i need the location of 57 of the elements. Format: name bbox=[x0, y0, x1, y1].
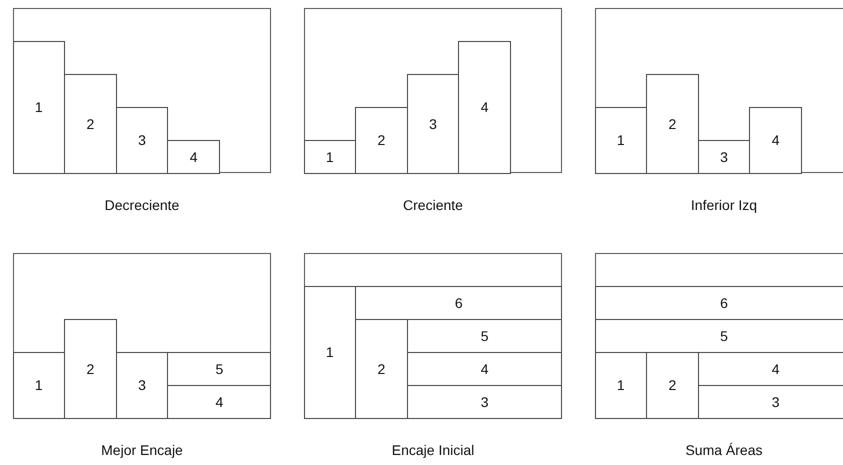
piece-rectangle bbox=[12, 352, 66, 418]
piece-rectangle bbox=[594, 106, 648, 174]
piece-number: 1 bbox=[34, 99, 43, 115]
panel-caption: Encaje Inicial bbox=[390, 442, 476, 458]
piece-rectangle bbox=[167, 140, 220, 174]
piece-rectangle bbox=[458, 40, 511, 174]
piece-number: 3 bbox=[138, 377, 146, 393]
piece-number: 6 bbox=[454, 294, 463, 310]
piece-number: 6 bbox=[720, 294, 728, 310]
piece-number: 5 bbox=[215, 360, 224, 376]
piece-number: 1 bbox=[34, 377, 43, 393]
piece-rectangle bbox=[116, 352, 168, 418]
piece-number: 2 bbox=[377, 360, 386, 376]
piece-number: 2 bbox=[377, 132, 386, 148]
panel-caption: Mejor Encaje bbox=[100, 442, 184, 458]
piece-number: 3 bbox=[138, 132, 146, 148]
panel-caption: Creciente bbox=[402, 197, 464, 213]
piece-rectangle bbox=[594, 286, 843, 320]
piece-number: 4 bbox=[480, 360, 488, 376]
piece-rectangle bbox=[355, 286, 562, 320]
piece-number: 1 bbox=[326, 344, 334, 360]
piece-number: 4 bbox=[215, 394, 224, 410]
piece-rectangle bbox=[167, 352, 272, 386]
piece-rectangle bbox=[64, 74, 117, 174]
piece-rectangle bbox=[167, 384, 272, 418]
piece-number: 4 bbox=[772, 132, 780, 148]
piece-number: 5 bbox=[720, 328, 728, 344]
piece-number: 4 bbox=[480, 99, 488, 115]
piece-rectangle bbox=[304, 286, 356, 418]
piece-number: 3 bbox=[429, 116, 437, 132]
piece-number: 3 bbox=[720, 148, 728, 164]
piece-number: 1 bbox=[616, 377, 625, 393]
panel-caption: Suma Áreas bbox=[684, 442, 764, 458]
piece-rectangle bbox=[646, 74, 699, 174]
piece-rectangle bbox=[749, 106, 802, 174]
piece-rectangle bbox=[355, 106, 408, 174]
piece-rectangle bbox=[406, 384, 562, 418]
piece-number: 2 bbox=[668, 116, 676, 132]
piece-rectangle bbox=[64, 318, 117, 418]
piece-number: 2 bbox=[668, 377, 676, 393]
piece-rectangle bbox=[12, 40, 66, 174]
panel-caption: Inferior Izq bbox=[690, 197, 758, 213]
piece-rectangle bbox=[698, 140, 750, 174]
piece-number: 3 bbox=[480, 394, 488, 410]
panel-caption: Decreciente bbox=[104, 197, 180, 213]
piece-number: 1 bbox=[326, 148, 334, 164]
piece-number: 2 bbox=[86, 116, 94, 132]
piece-number: 1 bbox=[616, 132, 625, 148]
piece-rectangle bbox=[116, 106, 168, 174]
piece-number: 4 bbox=[190, 148, 198, 164]
piece-number: 2 bbox=[86, 360, 94, 376]
piece-rectangle bbox=[594, 352, 648, 418]
piece-rectangle bbox=[406, 74, 460, 174]
piece-number: 4 bbox=[772, 360, 780, 376]
piece-number: 5 bbox=[480, 328, 488, 344]
piece-rectangle bbox=[304, 140, 356, 174]
piece-number: 3 bbox=[772, 394, 780, 410]
